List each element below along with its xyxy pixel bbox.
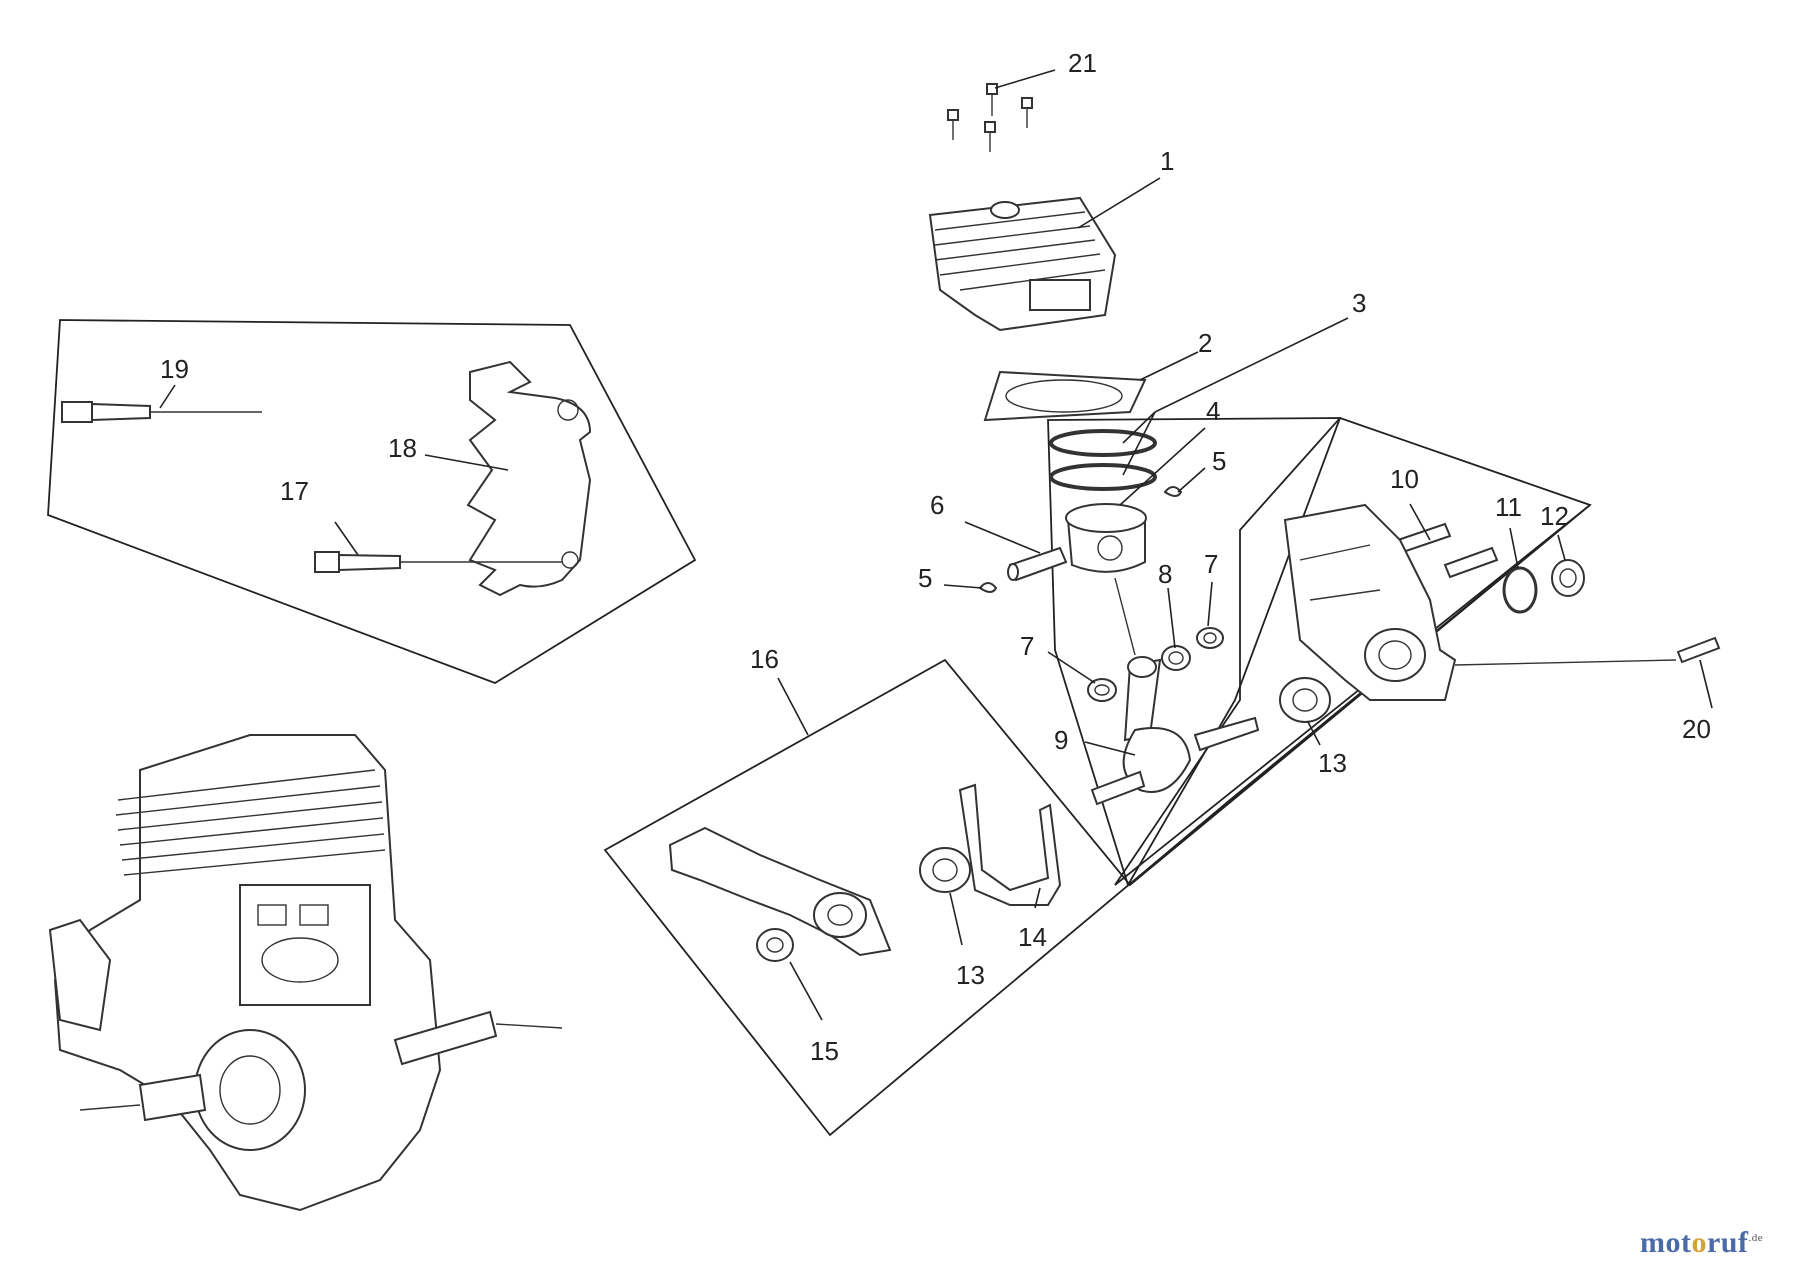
group-frame-upper-left	[47, 319, 697, 684]
group-frame-crankcase	[1114, 416, 1592, 886]
seal-15	[756, 928, 794, 962]
callout-labels: 1 2 3 4 5 5 6 7 7 8 9 10 11 12 13 13 14 …	[160, 48, 1711, 1066]
callout-11: 11	[1495, 492, 1522, 522]
logo-suffix: .de	[1748, 1232, 1764, 1244]
callout-16: 16	[750, 644, 779, 674]
circlips-5	[978, 486, 1183, 593]
leader-lines	[159, 69, 1713, 1021]
bearings-7-8	[1087, 627, 1224, 702]
logo-text-part-3: ruf	[1706, 1226, 1749, 1259]
callout-5-upper: 5	[1212, 446, 1226, 476]
dowel-pins-10	[1396, 522, 1499, 579]
callout-20: 20	[1682, 714, 1711, 744]
callout-7-left: 7	[1020, 631, 1034, 661]
crankcase-half-right	[1283, 503, 1457, 701]
site-logo: motoruf.de	[1640, 1226, 1763, 1260]
group-frame-crankshaft	[1047, 417, 1342, 888]
screw-17	[314, 551, 562, 573]
callout-5-lower: 5	[918, 563, 932, 593]
callout-9: 9	[1054, 725, 1068, 755]
chain-bar-plate-18	[466, 360, 592, 597]
crankshaft-9	[1090, 577, 1260, 806]
logo-text-part-2: o	[1691, 1226, 1707, 1259]
callout-14: 14	[1018, 922, 1047, 952]
piston-pin-6	[1007, 546, 1068, 582]
crankcase-half-left	[668, 826, 892, 957]
callout-4: 4	[1206, 396, 1220, 426]
piston-4	[1065, 503, 1147, 573]
piston-rings-3	[1049, 429, 1157, 491]
callout-3: 3	[1352, 288, 1366, 318]
callout-12: 12	[1540, 501, 1569, 531]
seal-12	[1551, 559, 1585, 597]
gasket-14	[958, 783, 1062, 906]
callout-13-right: 13	[1318, 748, 1347, 778]
callout-6: 6	[930, 490, 944, 520]
bearing-13-right	[1279, 677, 1331, 723]
callout-17: 17	[280, 476, 309, 506]
retaining-ring-11	[1502, 566, 1538, 614]
callout-18: 18	[388, 433, 417, 463]
screw-19	[61, 401, 262, 423]
logo-text-part-1: mot	[1640, 1226, 1692, 1259]
callout-21: 21	[1068, 48, 1097, 78]
callout-10: 10	[1390, 464, 1419, 494]
screws-21	[947, 83, 1033, 152]
callout-8: 8	[1158, 559, 1172, 589]
assembled-engine-illustration	[48, 734, 563, 1212]
callout-13-left: 13	[956, 960, 985, 990]
callout-15: 15	[810, 1036, 839, 1066]
group-frame-lower	[603, 504, 1591, 1137]
callout-19: 19	[160, 354, 189, 384]
callout-2: 2	[1198, 328, 1212, 358]
cylinder-1	[928, 196, 1117, 332]
screw-20	[1454, 636, 1721, 666]
gasket-2	[983, 370, 1147, 422]
callout-1: 1	[1160, 146, 1174, 176]
bearing-13-left	[919, 847, 971, 893]
callout-7-right: 7	[1204, 549, 1218, 579]
